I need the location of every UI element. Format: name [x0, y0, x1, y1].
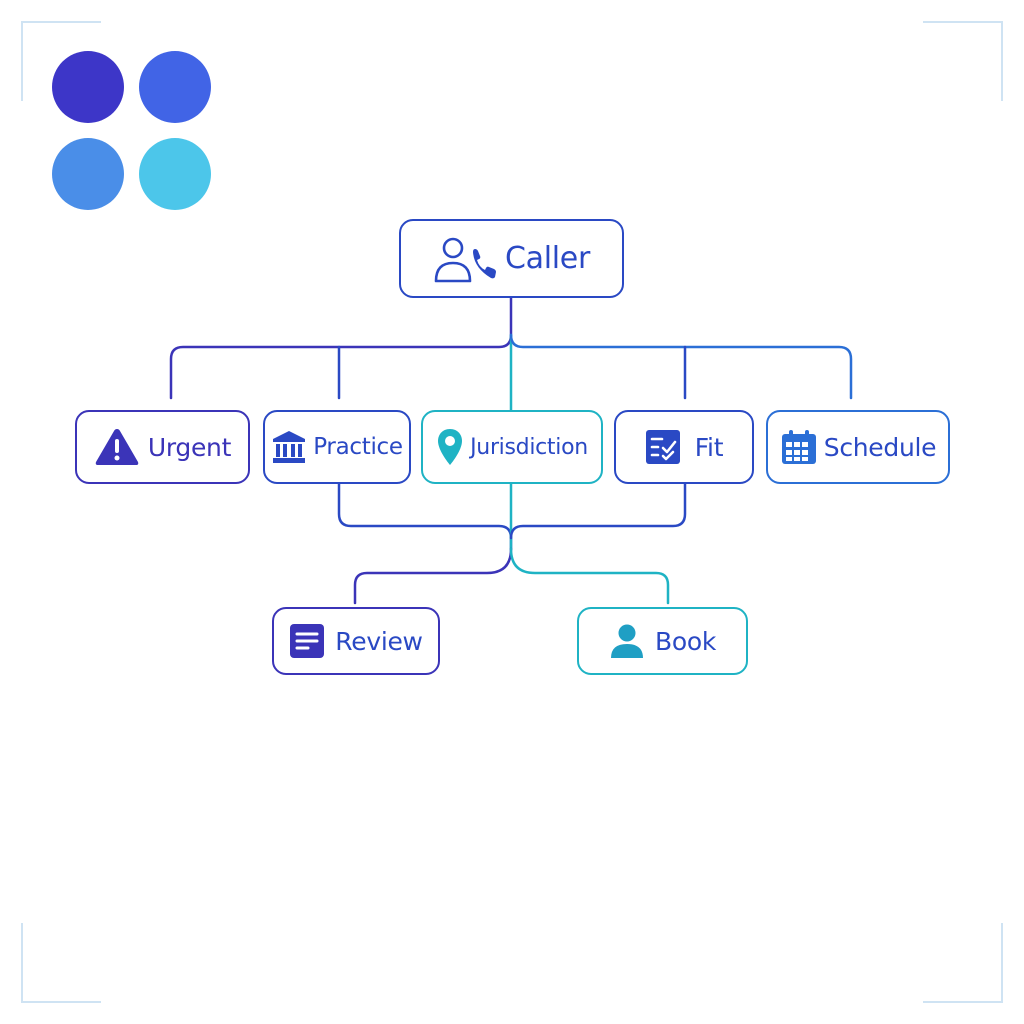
review-label: Review — [335, 626, 423, 656]
node-urgent: Urgent — [75, 410, 250, 484]
bank-icon — [271, 429, 307, 465]
calendar-icon — [780, 428, 818, 466]
connector-practice-merge — [337, 482, 513, 551]
caller-phone-icon — [433, 235, 497, 283]
node-practice: Practice — [263, 410, 411, 484]
fit-label: Fit — [694, 432, 724, 462]
book-label: Book — [654, 626, 717, 656]
jurisdiction-label: Jurisdiction — [470, 434, 588, 460]
caller-label: Caller — [505, 241, 590, 276]
connector-merge-book — [509, 547, 670, 605]
document-icon — [289, 623, 325, 659]
connector-root-right — [509, 333, 853, 400]
location-pin-icon — [436, 427, 464, 467]
logo-dot-4 — [139, 138, 211, 210]
person-icon — [609, 623, 645, 659]
node-book: Book — [577, 607, 748, 675]
warning-icon — [94, 426, 140, 468]
logo-dot-3 — [52, 138, 124, 210]
node-jurisdiction: Jurisdiction — [421, 410, 603, 484]
practice-label: Practice — [313, 434, 403, 460]
node-fit: Fit — [614, 410, 754, 484]
checklist-icon — [645, 428, 681, 466]
frame-corner-bottom-left — [21, 923, 101, 1003]
connector-fit-merge — [509, 482, 687, 540]
frame-corner-top-left — [21, 21, 101, 101]
connector-root-left — [169, 296, 513, 400]
logo-dot-1 — [52, 51, 124, 123]
frame-corner-bottom-right — [923, 923, 1003, 1003]
schedule-label: Schedule — [823, 432, 937, 462]
logo-dot-2 — [139, 51, 211, 123]
node-schedule: Schedule — [766, 410, 950, 484]
node-caller: Caller — [399, 219, 624, 298]
frame-corner-top-right — [923, 21, 1003, 101]
node-review: Review — [272, 607, 440, 675]
connector-merge-review — [353, 547, 513, 605]
urgent-label: Urgent — [147, 432, 232, 462]
